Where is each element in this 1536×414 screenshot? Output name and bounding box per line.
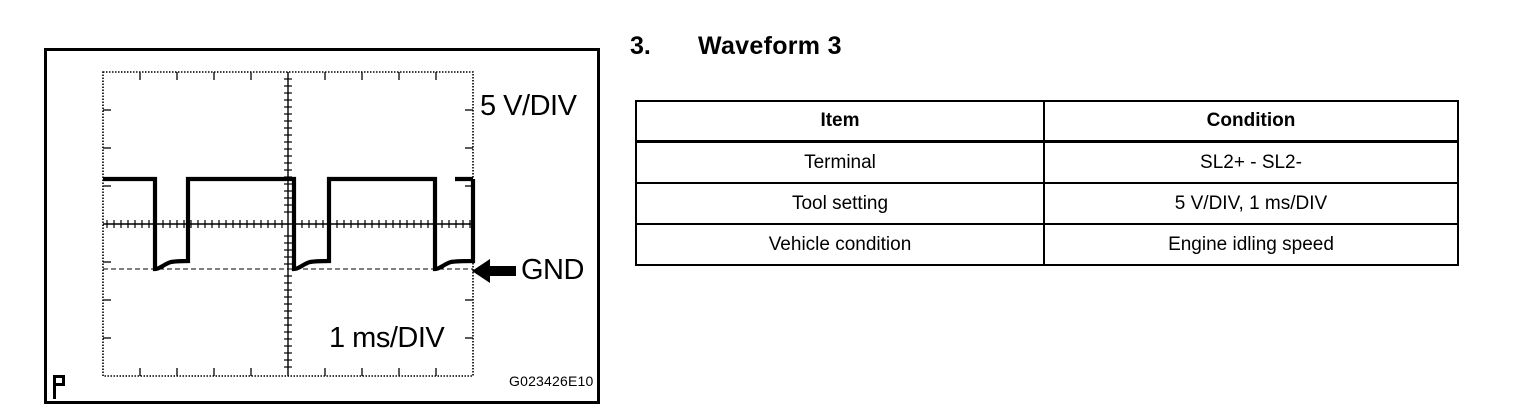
table-row: Terminal SL2+ - SL2-: [635, 140, 1459, 184]
waveform-plot: [102, 71, 476, 377]
volts-per-division-label: 5 V/DIV: [480, 90, 577, 122]
waveform-trace: [103, 176, 476, 272]
cell-item-terminal: Terminal: [635, 140, 1045, 184]
table-row: Vehicle condition Engine idling speed: [635, 223, 1459, 266]
cell-condition-vehicle-condition: Engine idling speed: [1043, 223, 1459, 266]
cell-item-tool-setting: Tool setting: [635, 182, 1045, 225]
specification-table: Item Condition Terminal SL2+ - SL2- Tool…: [635, 100, 1459, 266]
oscilloscope-panel: 5 V/DIV 1 ms/DIV GND G023426E10: [44, 48, 600, 404]
cell-condition-terminal: SL2+ - SL2-: [1043, 140, 1459, 184]
section-heading: 3. Waveform 3: [630, 32, 842, 61]
time-per-division-label: 1 ms/DIV: [329, 322, 445, 354]
corner-p-mark-icon: [53, 375, 65, 399]
page-title: Waveform 3: [698, 32, 842, 60]
figure-code-label: G023426E10: [509, 373, 594, 389]
heading-number: 3.: [630, 32, 651, 60]
cell-item-vehicle-condition: Vehicle condition: [635, 223, 1045, 266]
column-header-item: Item: [635, 100, 1045, 143]
cell-condition-tool-setting: 5 V/DIV, 1 ms/DIV: [1043, 182, 1459, 225]
column-header-condition: Condition: [1043, 100, 1459, 143]
table-row: Tool setting 5 V/DIV, 1 ms/DIV: [635, 182, 1459, 225]
left-arrow-icon: [472, 259, 516, 283]
ground-label: GND: [521, 254, 584, 286]
table-header-row: Item Condition: [635, 100, 1459, 143]
